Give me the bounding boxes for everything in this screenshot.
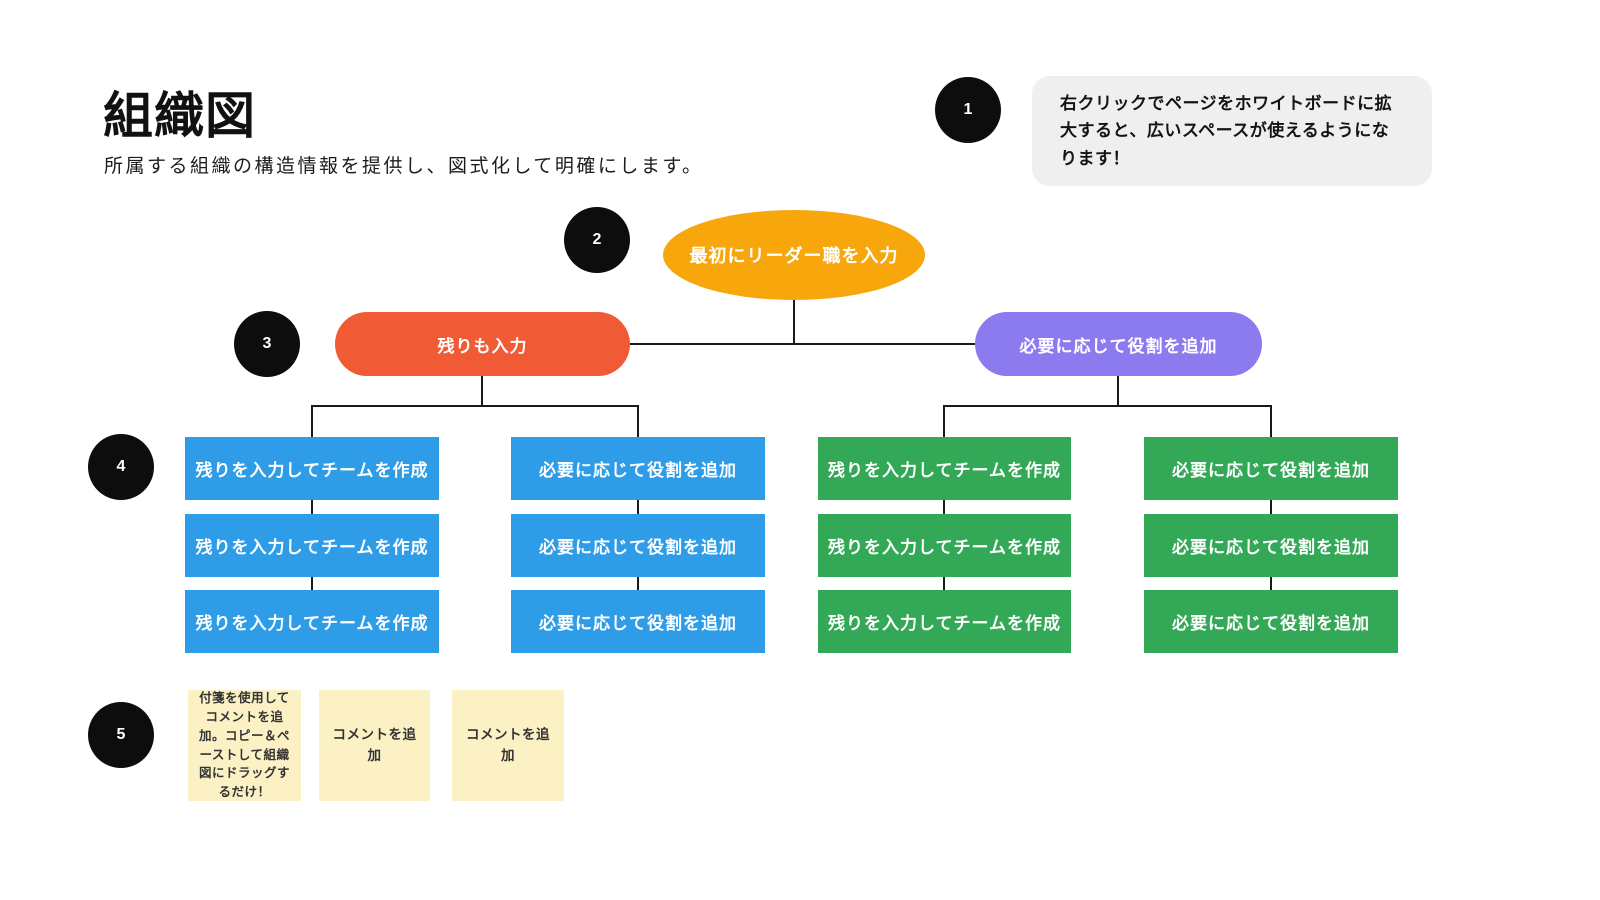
role-node-label: 必要に応じて役割を追加 (1172, 614, 1370, 633)
root-node-leader[interactable]: 最初にリーダー職を入力 (663, 210, 925, 300)
role-node[interactable]: 必要に応じて役割を追加 (511, 590, 765, 653)
role-node[interactable]: 必要に応じて役割を追加 (1144, 437, 1398, 500)
branch-node-left[interactable]: 残りも入力 (335, 312, 630, 376)
step-badge-2: 2 (564, 207, 630, 273)
team-node[interactable]: 残りを入力してチームを作成 (185, 514, 439, 577)
step-badge-1: 1 (935, 77, 1001, 143)
connector-col2-row1-row2 (637, 500, 639, 514)
connector-right-branch-stem (1117, 376, 1119, 405)
team-node-label: 残りを入力してチームを作成 (195, 538, 429, 557)
connector-col4-row1-row2 (1270, 500, 1272, 514)
connector-left-branch-stem (481, 376, 483, 405)
connector-col1-drop (311, 405, 313, 437)
role-node-label: 必要に応じて役割を追加 (539, 461, 737, 480)
connector-col4-row2-row3 (1270, 577, 1272, 590)
tip-note[interactable]: 右クリックでページをホワイトボードに拡大すると、広いスペースが使えるようになりま… (1032, 76, 1432, 186)
team-node-label: 残りを入力してチームを作成 (828, 461, 1061, 480)
connector-col1-row1-row2 (311, 500, 313, 514)
connector-main-horizontal (630, 343, 975, 345)
team-node-label: 残りを入力してチームを作成 (195, 461, 429, 480)
sticky-note-text: 付箋を使用してコメントを追加。コピー＆ペーストして組織図にドラッグするだけ！ (198, 691, 290, 799)
branch-node-right[interactable]: 必要に応じて役割を追加 (975, 312, 1262, 376)
role-node-label: 必要に応じて役割を追加 (1172, 538, 1370, 557)
role-node-label: 必要に応じて役割を追加 (539, 538, 737, 557)
role-node-label: 必要に応じて役割を追加 (539, 614, 737, 633)
step-badge-5: 5 (88, 702, 154, 768)
team-node[interactable]: 残りを入力してチームを作成 (185, 590, 439, 653)
connector-col2-row2-row3 (637, 577, 639, 590)
connector-root-stem (793, 300, 795, 345)
team-node[interactable]: 残りを入力してチームを作成 (185, 437, 439, 500)
team-node[interactable]: 残りを入力してチームを作成 (818, 514, 1071, 577)
team-node-label: 残りを入力してチームを作成 (828, 538, 1061, 557)
root-node-label: 最初にリーダー職を入力 (689, 246, 899, 266)
branch-left-label: 残りも入力 (437, 336, 528, 356)
page-title: 組織図 (103, 88, 256, 144)
connector-col3-row1-row2 (943, 500, 945, 514)
sticky-note-instructions[interactable]: 付箋を使用してコメントを追加。コピー＆ペーストして組織図にドラッグするだけ！ (188, 690, 301, 801)
connector-col1-row2-row3 (311, 577, 313, 590)
role-node[interactable]: 必要に応じて役割を追加 (1144, 514, 1398, 577)
branch-right-label: 必要に応じて役割を追加 (1019, 336, 1218, 356)
sticky-note-text: コメントを追加 (466, 727, 550, 763)
connector-col3-drop (943, 405, 945, 437)
team-node[interactable]: 残りを入力してチームを作成 (818, 590, 1071, 653)
step-badge-4: 4 (88, 434, 154, 500)
role-node-label: 必要に応じて役割を追加 (1172, 461, 1370, 480)
sticky-note-text: コメントを追加 (332, 727, 417, 763)
connector-right-branch-horizontal (943, 405, 1272, 407)
sticky-note-comment[interactable]: コメントを追加 (319, 690, 430, 801)
connector-col4-drop (1270, 405, 1272, 437)
connector-col2-drop (637, 405, 639, 437)
step-badge-3: 3 (234, 311, 300, 377)
tip-note-text: 右クリックでページをホワイトボードに拡大すると、広いスペースが使えるようになりま… (1060, 94, 1393, 168)
team-node-label: 残りを入力してチームを作成 (828, 614, 1061, 633)
connector-col3-row2-row3 (943, 577, 945, 590)
team-node-label: 残りを入力してチームを作成 (195, 614, 429, 633)
role-node[interactable]: 必要に応じて役割を追加 (511, 437, 765, 500)
page-subtitle: 所属する組織の構造情報を提供し、図式化して明確にします。 (104, 156, 704, 177)
sticky-note-comment[interactable]: コメントを追加 (452, 690, 564, 801)
role-node[interactable]: 必要に応じて役割を追加 (511, 514, 765, 577)
team-node[interactable]: 残りを入力してチームを作成 (818, 437, 1071, 500)
role-node[interactable]: 必要に応じて役割を追加 (1144, 590, 1398, 653)
connector-left-branch-horizontal (311, 405, 639, 407)
